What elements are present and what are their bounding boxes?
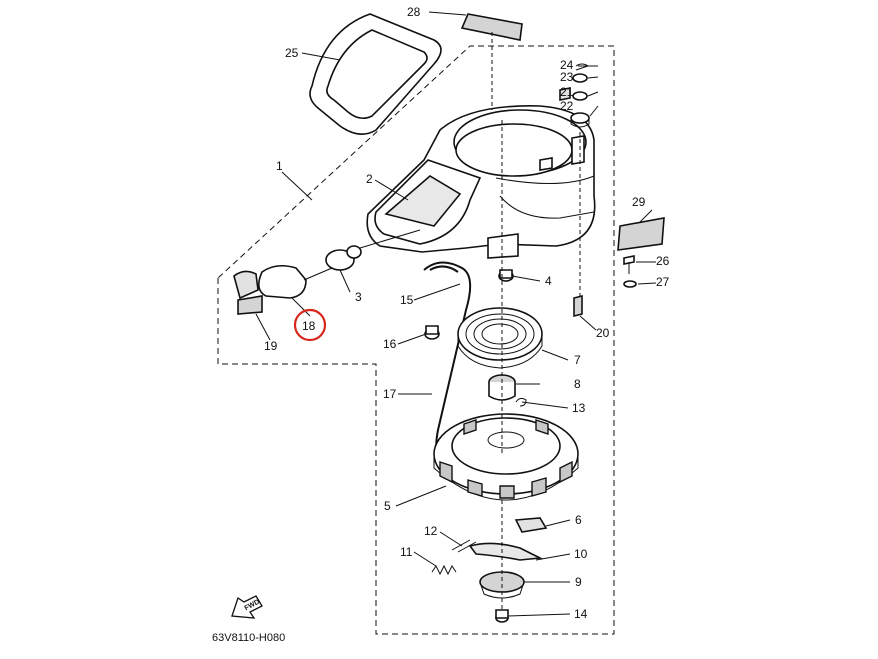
callout-13[interactable]: 13	[572, 401, 586, 415]
callout-25[interactable]: 25	[285, 46, 299, 60]
callout-9[interactable]: 9	[575, 575, 582, 589]
callout-27[interactable]: 27	[656, 275, 670, 289]
callout-20[interactable]: 20	[596, 326, 610, 340]
callout-24[interactable]: 24	[560, 58, 574, 72]
part-29-label[interactable]	[617, 217, 665, 251]
callout-11[interactable]: 11	[400, 545, 413, 559]
part-11-spring[interactable]	[431, 564, 457, 576]
callout-28[interactable]: 28	[407, 5, 421, 19]
part-28-label[interactable]	[460, 13, 523, 41]
part-3-rope[interactable]	[325, 229, 421, 271]
part-2-starter-housing[interactable]	[366, 105, 596, 259]
callout-29[interactable]: 29	[632, 195, 646, 209]
assembly-boundary	[217, 45, 615, 635]
callout-5[interactable]: 5	[384, 499, 391, 513]
highlight-ring	[293, 308, 327, 342]
part-16-bolt[interactable]	[424, 325, 440, 340]
callout-17[interactable]: 17	[383, 387, 397, 401]
part-7-recoil-spring[interactable]	[457, 307, 543, 369]
callout-23[interactable]: 23	[560, 70, 574, 84]
part-4-bolt[interactable]	[498, 269, 514, 282]
part-6-pawl[interactable]	[514, 517, 548, 533]
callout-21[interactable]: 21	[560, 85, 574, 99]
callout-12[interactable]: 12	[424, 524, 438, 538]
callout-16[interactable]: 16	[383, 337, 397, 351]
fwd-arrow-icon: FWD	[231, 595, 263, 619]
part-22-spring[interactable]	[570, 112, 590, 128]
part-20-stopper[interactable]	[573, 294, 583, 318]
part-27-washer[interactable]	[623, 280, 637, 288]
callout-22[interactable]: 22	[560, 99, 574, 113]
callout-7[interactable]: 7	[574, 353, 581, 367]
callout-15[interactable]: 15	[400, 293, 414, 307]
callout-labels: 28 25 24 23 21 22 1 2 29 26 27 4 3 15 18…	[264, 5, 670, 621]
part-25-gasket[interactable]	[309, 13, 442, 135]
callout-1[interactable]: 1	[276, 159, 283, 173]
callout-19[interactable]: 19	[264, 339, 278, 353]
part-26-bolt[interactable]	[623, 255, 635, 274]
part-23-washer[interactable]	[572, 73, 588, 83]
part-10-drive-plate[interactable]	[468, 542, 543, 561]
part-24-pin[interactable]	[575, 63, 590, 71]
drawing-code: 63V8110-H080	[212, 632, 285, 644]
callout-26[interactable]: 26	[656, 254, 670, 268]
callout-10[interactable]: 10	[574, 547, 588, 561]
callout-6[interactable]: 6	[575, 513, 582, 527]
callout-8[interactable]: 8	[574, 377, 581, 391]
callout-2[interactable]: 2	[366, 172, 373, 186]
part-5-sheave-drum[interactable]	[433, 413, 579, 501]
callout-14[interactable]: 14	[574, 607, 588, 621]
callout-4[interactable]: 4	[545, 274, 552, 288]
callout-3[interactable]: 3	[355, 290, 362, 304]
part-21-nut[interactable]	[559, 87, 588, 101]
part-18-starter-handle[interactable]	[258, 264, 333, 299]
part-19-handle-bracket[interactable]	[233, 270, 263, 315]
part-14-bolt[interactable]	[495, 609, 509, 623]
callout-18[interactable]: 18	[302, 319, 316, 333]
part-13-clip[interactable]	[515, 397, 527, 407]
leader-lines	[255, 11, 657, 617]
